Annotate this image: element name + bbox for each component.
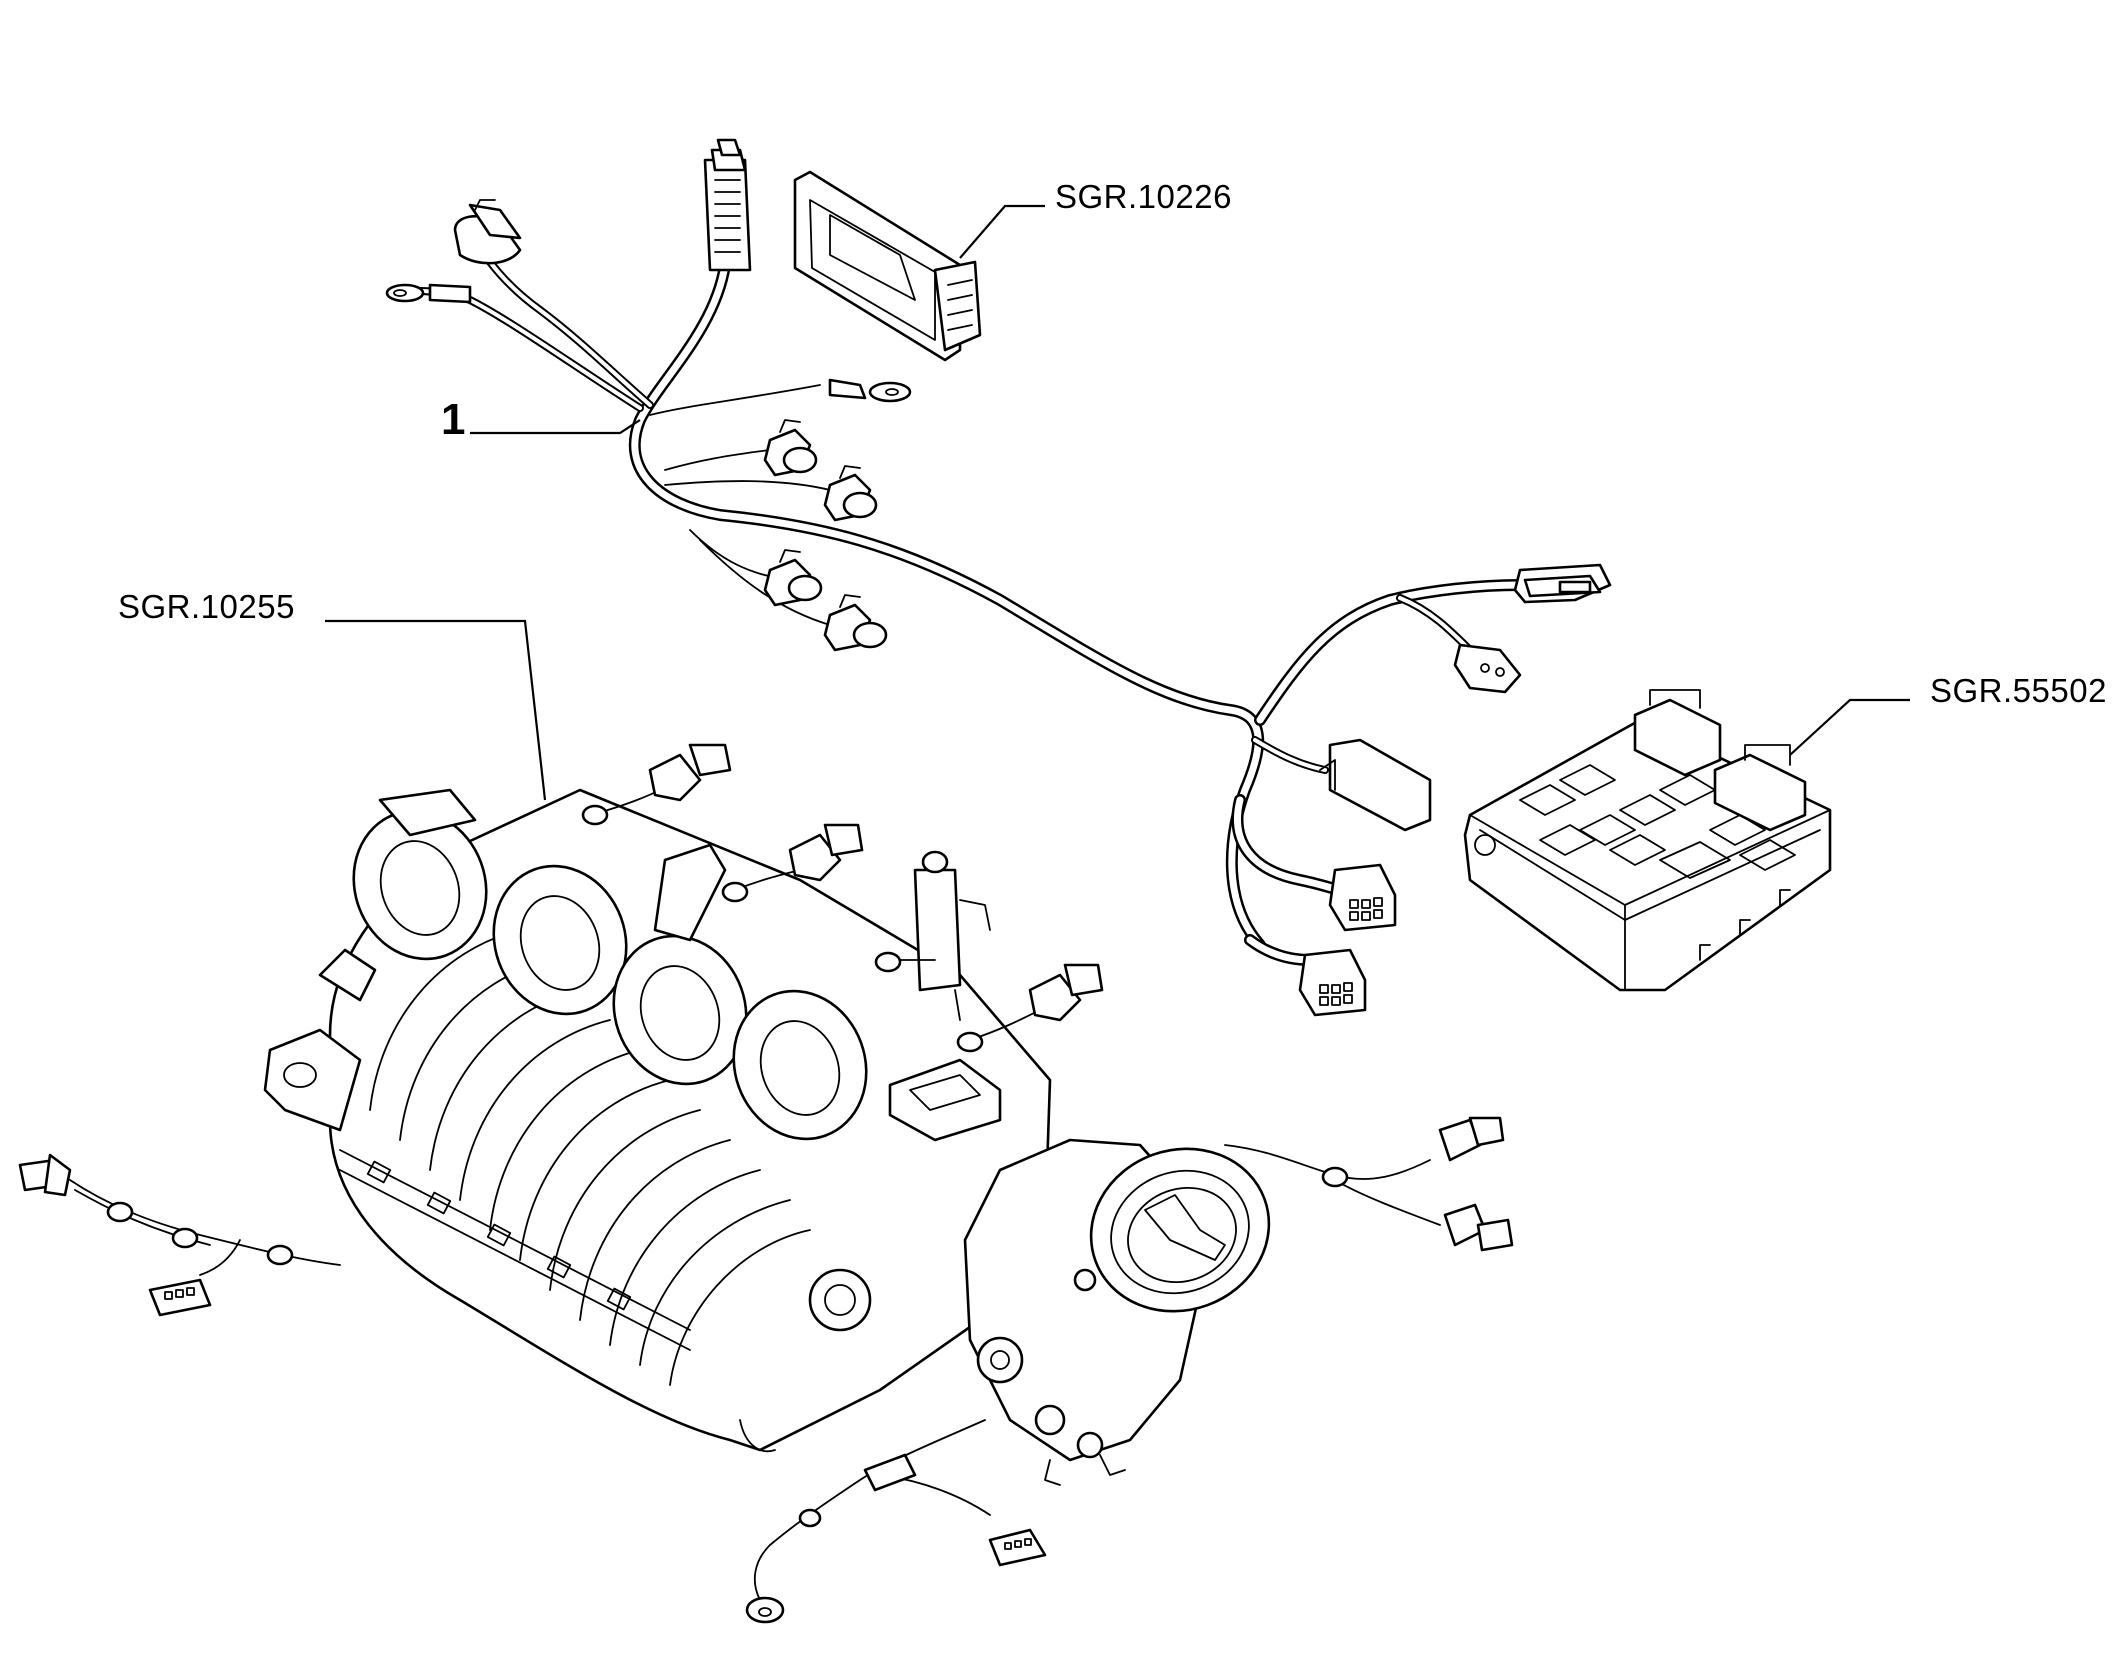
fuse-relay-box xyxy=(1463,689,1832,992)
callout-sgr-10226: SGR.10226 xyxy=(1055,178,1232,215)
leader-lines xyxy=(325,204,1910,801)
intake-manifold xyxy=(263,788,1052,1453)
intake-port-3 xyxy=(612,843,748,1086)
throttle-body xyxy=(963,1138,1271,1486)
ecu-module xyxy=(793,170,982,362)
callout-sgr-10255: SGR.10255 xyxy=(118,588,295,625)
connector-2pin-right xyxy=(1453,643,1522,694)
intake-port-2 xyxy=(492,864,628,1016)
right-sensor-harness xyxy=(1224,1116,1514,1252)
sensor-connector-3 xyxy=(763,549,823,607)
bottom-sensor-harness xyxy=(745,1419,1047,1624)
connector-multipin-1 xyxy=(1328,863,1397,932)
connector-multipin-2 xyxy=(1298,948,1367,1017)
callout-sgr-55502: SGR.55502 xyxy=(1930,672,2107,709)
wiring-harness xyxy=(385,138,1612,1017)
intake-port-1 xyxy=(352,788,488,961)
connector-top-right xyxy=(1513,563,1612,604)
manifold-injector-wires xyxy=(581,743,1104,1053)
sensor-connector-2 xyxy=(823,465,878,522)
sensor-connector-4 xyxy=(823,594,888,652)
connector-box-large xyxy=(1319,738,1432,832)
left-sensor-harness xyxy=(18,1153,341,1317)
sensor-connector-1 xyxy=(763,419,818,477)
callout-part-1: 1 xyxy=(441,395,466,444)
intake-port-4 xyxy=(732,989,868,1141)
